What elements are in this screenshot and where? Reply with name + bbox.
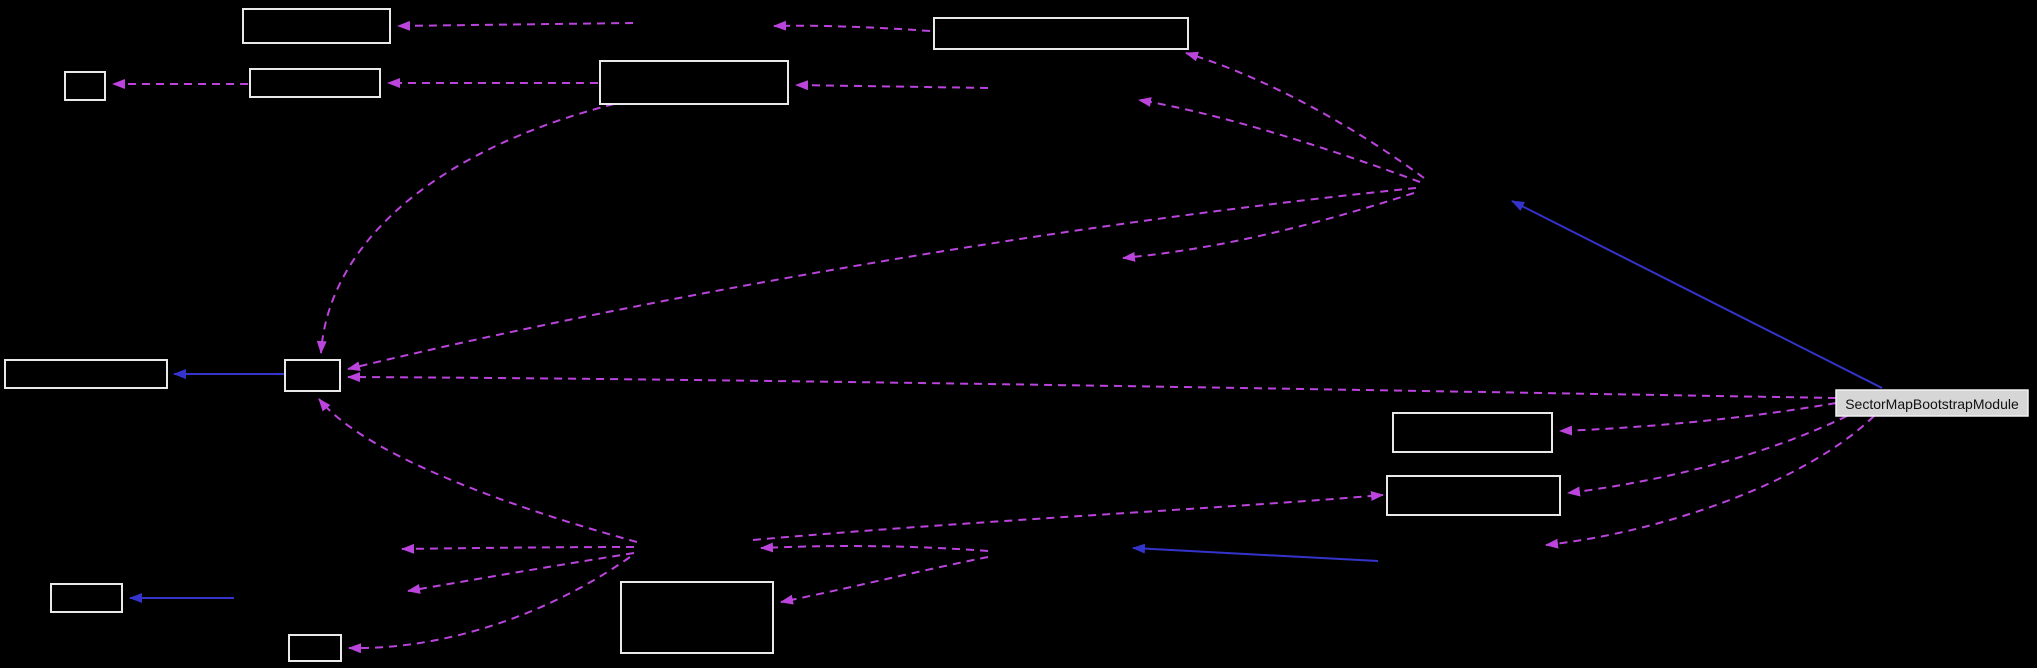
- graph-node-box-n10[interactable]: [620, 581, 774, 654]
- dependency-edge-right-to-bottommid: [1132, 543, 1379, 562]
- graph-node-box-n11[interactable]: [50, 583, 123, 613]
- dependency-edge-bottommid-to-n10: [780, 556, 989, 605]
- dependency-edge-sector-to-lowerright: [1545, 415, 1875, 549]
- dependency-edge-bottomhub-to-n9: [752, 491, 1384, 541]
- graph-node-n9[interactable]: [1386, 475, 1561, 516]
- graph-node-box-n4[interactable]: [249, 68, 381, 98]
- graph-node-n1[interactable]: [242, 8, 391, 44]
- graph-node-box-n6[interactable]: [4, 359, 168, 389]
- graph-node-box-n7[interactable]: [284, 359, 341, 392]
- dependency-edge-n5-to-n7: [316, 103, 615, 354]
- graph-node-box-n9[interactable]: [1386, 475, 1561, 516]
- dependency-edge-tophub-to-n7: [347, 187, 1417, 372]
- dependency-edge-sector-to-n9: [1567, 415, 1848, 497]
- graph-node-box-n1[interactable]: [242, 8, 391, 44]
- graph-node-box-n12[interactable]: [288, 634, 342, 662]
- graph-node-n12[interactable]: [288, 634, 342, 662]
- dependency-edge-bottomhub-to-left-a: [401, 543, 635, 554]
- graph-node-sectormapbootstrapmodule: SectorMapBootstrapModule: [1835, 389, 2029, 417]
- dependency-edge-sector-to-n7: [347, 372, 1837, 399]
- dependency-edge-hub-topleft-to-n1: [397, 20, 634, 31]
- graph-node-n7[interactable]: [284, 359, 341, 392]
- graph-node-n8[interactable]: [1392, 412, 1553, 453]
- graph-node-box-sectormapbootstrapmodule: [1835, 389, 2029, 417]
- dependency-edge-sector-to-tophub: [1511, 200, 1883, 389]
- graph-node-box-n2[interactable]: [933, 17, 1189, 50]
- graph-node-n5[interactable]: [599, 60, 789, 105]
- dependency-edge-tophub-to-midright: [1122, 192, 1415, 262]
- graph-node-box-n5[interactable]: [599, 60, 789, 105]
- dependency-edge-sector-to-n8: [1559, 402, 1837, 436]
- dependency-edge-bottomhub-to-left-b: [407, 552, 635, 594]
- graph-node-box-n3[interactable]: [64, 71, 106, 101]
- graph-node-box-n8[interactable]: [1392, 412, 1553, 453]
- graph-node-label-sectormapbootstrapmodule: SectorMapBootstrapModule: [1845, 396, 2019, 412]
- graph-node-n2[interactable]: [933, 17, 1189, 50]
- graph-node-n3[interactable]: [64, 71, 106, 101]
- dependency-edge-n2-to-hub-topleft: [773, 20, 931, 32]
- dependency-edge-bottomhub-to-n12: [348, 556, 631, 654]
- dependency-edge-tophub-to-upperright: [1138, 97, 1421, 183]
- graph-node-n10[interactable]: [620, 581, 774, 654]
- graph-node-n11[interactable]: [50, 583, 123, 613]
- dependency-edge-bottomhub-to-n7: [318, 398, 638, 543]
- dependency-edge-bottommid-to-bottomhub: [760, 542, 989, 553]
- graph-node-n6[interactable]: [4, 359, 168, 389]
- dependency-edge-tophub-to-n2: [1185, 51, 1425, 179]
- dependency-edge-hub-upperright-to-n5: [795, 80, 989, 91]
- graph-node-n4[interactable]: [249, 68, 381, 98]
